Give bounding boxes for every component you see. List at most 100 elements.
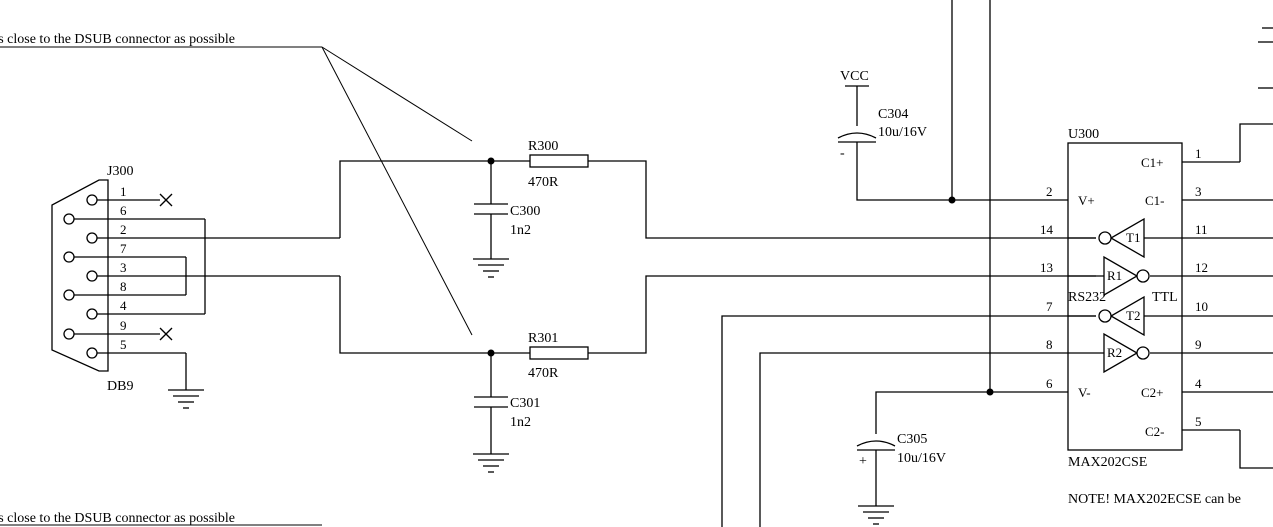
pin-label: 4	[120, 298, 127, 313]
db9-connector: J300 DB9 1 6 2 7 3 8 4 9 5	[51, 164, 340, 409]
ground-symbol	[473, 258, 509, 278]
r301-value: 470R	[528, 366, 559, 381]
c300-ref: C300	[510, 204, 540, 219]
vcc-label: VCC	[840, 69, 869, 84]
ic-pin-num: 2	[1046, 184, 1053, 199]
connector-type: DB9	[107, 379, 133, 394]
pin-label: 5	[120, 337, 127, 352]
wire-r2-in	[759, 352, 1068, 527]
inverter-bubble	[1098, 309, 1112, 323]
ground-symbol	[858, 505, 894, 525]
c305: + C305 10u/16V	[856, 391, 1068, 525]
wire-t2-out	[721, 315, 1096, 527]
gate-label: T1	[1126, 230, 1140, 245]
wire-c2minus	[1239, 430, 1273, 469]
wire-c1plus	[1239, 123, 1273, 162]
ic-pin-num: 8	[1046, 337, 1053, 352]
note-top: as close to the DSUB connector as possib…	[0, 32, 473, 336]
ic-pin-num: 9	[1195, 337, 1202, 352]
pin-label: 3	[120, 260, 127, 275]
tx-filter: R300 470R C300 1n2	[339, 139, 1096, 278]
junction-dot	[948, 196, 956, 204]
pin-label: 1	[120, 184, 127, 199]
note-bottom: as close to the DSUB connector as possib…	[0, 511, 322, 526]
ic-pin-num: 10	[1195, 299, 1208, 314]
ic-pin-num: 14	[1040, 222, 1054, 237]
pin-circle	[63, 213, 75, 225]
c300-value: 1n2	[510, 223, 531, 238]
ic-part: MAX202CSE	[1068, 455, 1147, 470]
pin-circle	[63, 289, 75, 301]
pin-label: 9	[120, 318, 127, 333]
ic-pin-num: 11	[1195, 222, 1208, 237]
receiver-r2	[1103, 332, 1139, 374]
inverter-bubble	[1136, 346, 1150, 360]
ic-pin-num: 6	[1046, 376, 1053, 391]
c304-ref: C304	[878, 107, 908, 122]
pin-circle	[86, 270, 98, 282]
ic-pin-num: 13	[1040, 260, 1053, 275]
r301-ref: R301	[528, 331, 558, 346]
ic-pin-name: C2+	[1141, 385, 1164, 400]
c301-ref: C301	[510, 396, 540, 411]
ic-pin-num: 3	[1195, 184, 1202, 199]
gate-label: R2	[1107, 345, 1122, 360]
ic-body	[1067, 142, 1183, 451]
inverter-bubble	[1098, 231, 1112, 245]
c305-polarity: +	[859, 454, 867, 469]
r300-ref: R300	[528, 139, 558, 154]
c305-ref: C305	[897, 432, 927, 447]
ground-symbol	[473, 453, 509, 473]
ic-pin-num: 7	[1046, 299, 1053, 314]
ic-pin-num: 5	[1195, 414, 1202, 429]
inverter-bubble	[1136, 269, 1150, 283]
ic-pin-name: V+	[1078, 193, 1095, 208]
c305-value: 10u/16V	[897, 451, 946, 466]
c304-value: 10u/16V	[878, 125, 927, 140]
driver-t2	[1109, 295, 1145, 337]
pin-label: 8	[120, 279, 127, 294]
driver-t1	[1109, 217, 1145, 259]
ic-pin-name: C2-	[1145, 424, 1165, 439]
ic-pin-num: 12	[1195, 260, 1208, 275]
ic-pin-num: 1	[1195, 146, 1202, 161]
pin-circle	[63, 251, 75, 263]
pin-label: 6	[120, 203, 127, 218]
ground-symbol	[168, 389, 204, 409]
ic-pin-num: 4	[1195, 376, 1202, 391]
c304-polarity: -	[840, 146, 845, 161]
db9-shell	[51, 179, 109, 372]
ic-side-left: RS232	[1068, 290, 1106, 305]
r300-value: 470R	[528, 175, 559, 190]
ic-pin-name: C1-	[1145, 193, 1165, 208]
pin-circle	[86, 232, 98, 244]
resistor-r301	[529, 346, 589, 360]
note-top-text: as close to the DSUB connector as possib…	[0, 32, 235, 47]
c304-vcc: VCC - C304 10u/16V	[837, 69, 1068, 201]
resistor-r300	[529, 154, 589, 168]
ic-side-right: TTL	[1152, 290, 1178, 305]
ic-pin-name: V-	[1078, 385, 1091, 400]
pin-label: 7	[120, 241, 127, 256]
c301-value: 1n2	[510, 415, 531, 430]
gate-label: T2	[1126, 308, 1140, 323]
gate-label: R1	[1107, 268, 1122, 283]
ic-u300: U300 MAX202CSE RS232 TTL 2 14 13 7 8 6 V…	[1040, 127, 1273, 470]
pin-circle	[86, 308, 98, 320]
no-connect-mark	[159, 327, 173, 341]
cap-plate-curved	[837, 132, 877, 139]
pin-circle	[86, 347, 98, 359]
note-bottom-text: as close to the DSUB connector as possib…	[0, 511, 235, 526]
connector-ref: J300	[107, 164, 133, 179]
pin-label: 2	[120, 222, 127, 237]
ic-pin-name: C1+	[1141, 155, 1164, 170]
max202-note: NOTE! MAX202ECSE can be	[1068, 492, 1241, 507]
no-connect-mark	[159, 193, 173, 207]
pin-circle	[86, 194, 98, 206]
rx-filter: R301 470R C301 1n2	[339, 275, 1096, 473]
pin-circle	[63, 328, 75, 340]
ic-ref: U300	[1068, 127, 1099, 142]
receiver-r1	[1103, 255, 1139, 297]
cap-plate-curved	[856, 440, 896, 447]
